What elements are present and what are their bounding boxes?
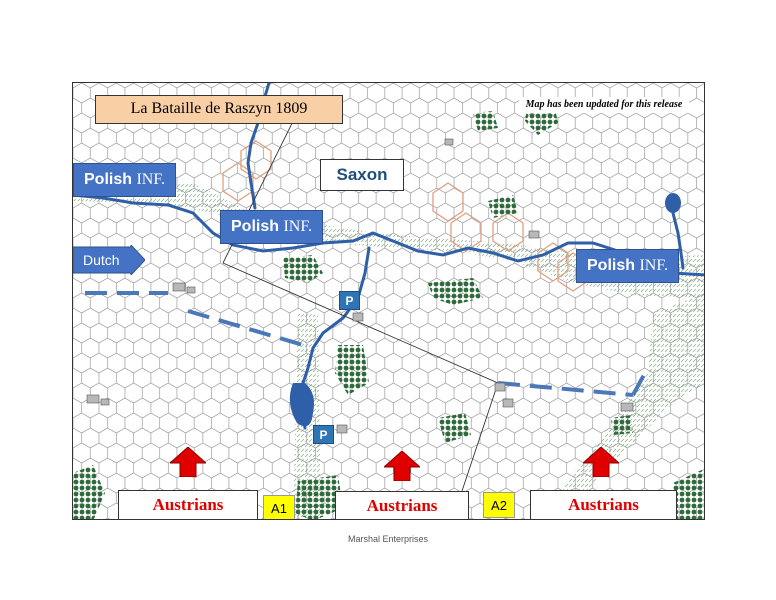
zone-a1: A1 bbox=[263, 495, 295, 519]
update-note: Map has been updated for this release bbox=[519, 97, 689, 113]
austrians-right: Austrians bbox=[530, 490, 677, 519]
battle-map: La Bataille de Raszyn 1809 Map has been … bbox=[72, 82, 705, 520]
saxon-unit-label: Saxon bbox=[320, 159, 404, 191]
unit-name: Polish bbox=[84, 171, 133, 188]
dutch-unit-label: Dutch bbox=[83, 252, 120, 268]
map-title: La Bataille de Raszyn 1809 bbox=[95, 95, 343, 124]
parking-marker-north: P bbox=[339, 291, 360, 310]
front-lines bbox=[85, 291, 647, 397]
unit-name: Polish bbox=[587, 257, 636, 274]
lakes bbox=[289, 193, 681, 427]
forests bbox=[73, 98, 704, 519]
austrians-center: Austrians bbox=[335, 491, 469, 519]
red-arrow-up-icon bbox=[384, 451, 420, 481]
red-arrow-up-icon bbox=[583, 447, 619, 477]
zone-a2: A2 bbox=[483, 492, 515, 518]
polish-infantry-left: Polish INF. bbox=[73, 163, 176, 197]
unit-suffix: INF. bbox=[639, 257, 668, 274]
austrians-left: Austrians bbox=[118, 490, 258, 519]
polish-infantry-right: Polish INF. bbox=[576, 249, 679, 283]
parking-marker-south: P bbox=[313, 425, 334, 444]
red-arrow-up-icon bbox=[170, 447, 206, 477]
polish-infantry-center: Polish INF. bbox=[220, 210, 323, 244]
unit-suffix: INF. bbox=[136, 171, 165, 188]
unit-suffix: INF. bbox=[283, 218, 312, 235]
footer-credit: Marshal Enterprises bbox=[347, 534, 429, 544]
unit-name: Polish bbox=[231, 218, 280, 235]
